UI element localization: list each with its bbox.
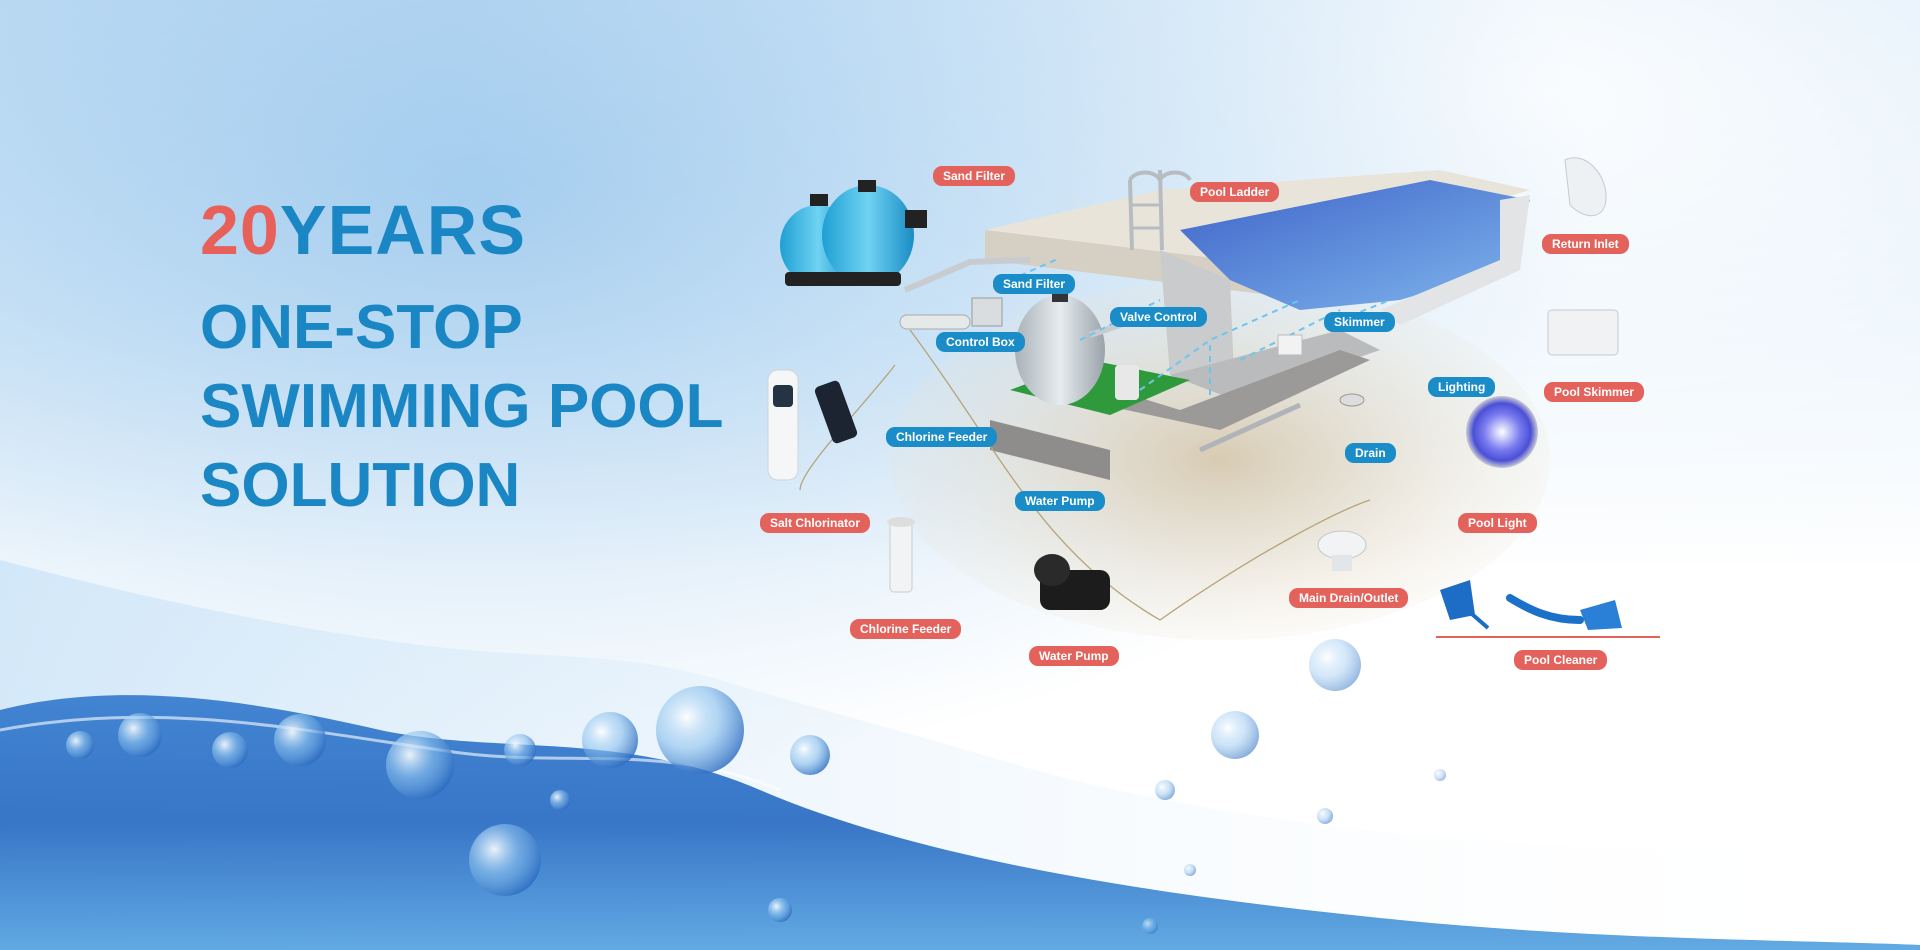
- diagram-label-skimmer: Skimmer: [1324, 312, 1395, 332]
- water-wave-illustration: [0, 560, 1920, 950]
- diagram-label-lighting: Lighting: [1428, 377, 1496, 397]
- diagram-label-water-pump: Water Pump: [1015, 491, 1105, 511]
- pool-cleaner-divider: [1436, 636, 1660, 638]
- tagline-line-3: SOLUTION: [200, 451, 521, 520]
- diagram-label-sand-filter: Sand Filter: [993, 274, 1076, 294]
- label-salt-chlorinator: Salt Chlorinator: [760, 513, 871, 533]
- diagram-label-chlorine-feeder: Chlorine Feeder: [886, 427, 998, 447]
- tagline-line-1: ONE-STOP: [200, 293, 523, 362]
- label-main-drain: Main Drain/Outlet: [1289, 588, 1409, 608]
- years-number: 20: [200, 191, 280, 269]
- label-water-pump: Water Pump: [1029, 646, 1119, 666]
- tagline: ONE-STOP SWIMMING POOL SOLUTION: [200, 288, 724, 525]
- label-pool-skimmer: Pool Skimmer: [1544, 382, 1645, 402]
- years-heading: 20YEARS: [200, 190, 724, 270]
- diagram-label-valve-control: Valve Control: [1110, 307, 1207, 327]
- years-word: YEARS: [279, 191, 527, 269]
- pool-system-diagram: [767, 157, 1622, 640]
- label-chlorine-feeder: Chlorine Feeder: [850, 619, 962, 639]
- label-sand-filter: Sand Filter: [933, 166, 1016, 186]
- diagram-label-drain: Drain: [1345, 443, 1396, 463]
- diagram-label-control-box: Control Box: [936, 332, 1025, 352]
- label-return-inlet: Return Inlet: [1542, 234, 1629, 254]
- label-pool-light: Pool Light: [1458, 513, 1537, 533]
- tagline-line-2: SWIMMING POOL: [200, 372, 724, 441]
- headline-block: 20YEARS ONE-STOP SWIMMING POOL SOLUTION: [200, 190, 724, 525]
- label-pool-cleaner: Pool Cleaner: [1514, 650, 1608, 670]
- label-pool-ladder: Pool Ladder: [1190, 182, 1280, 202]
